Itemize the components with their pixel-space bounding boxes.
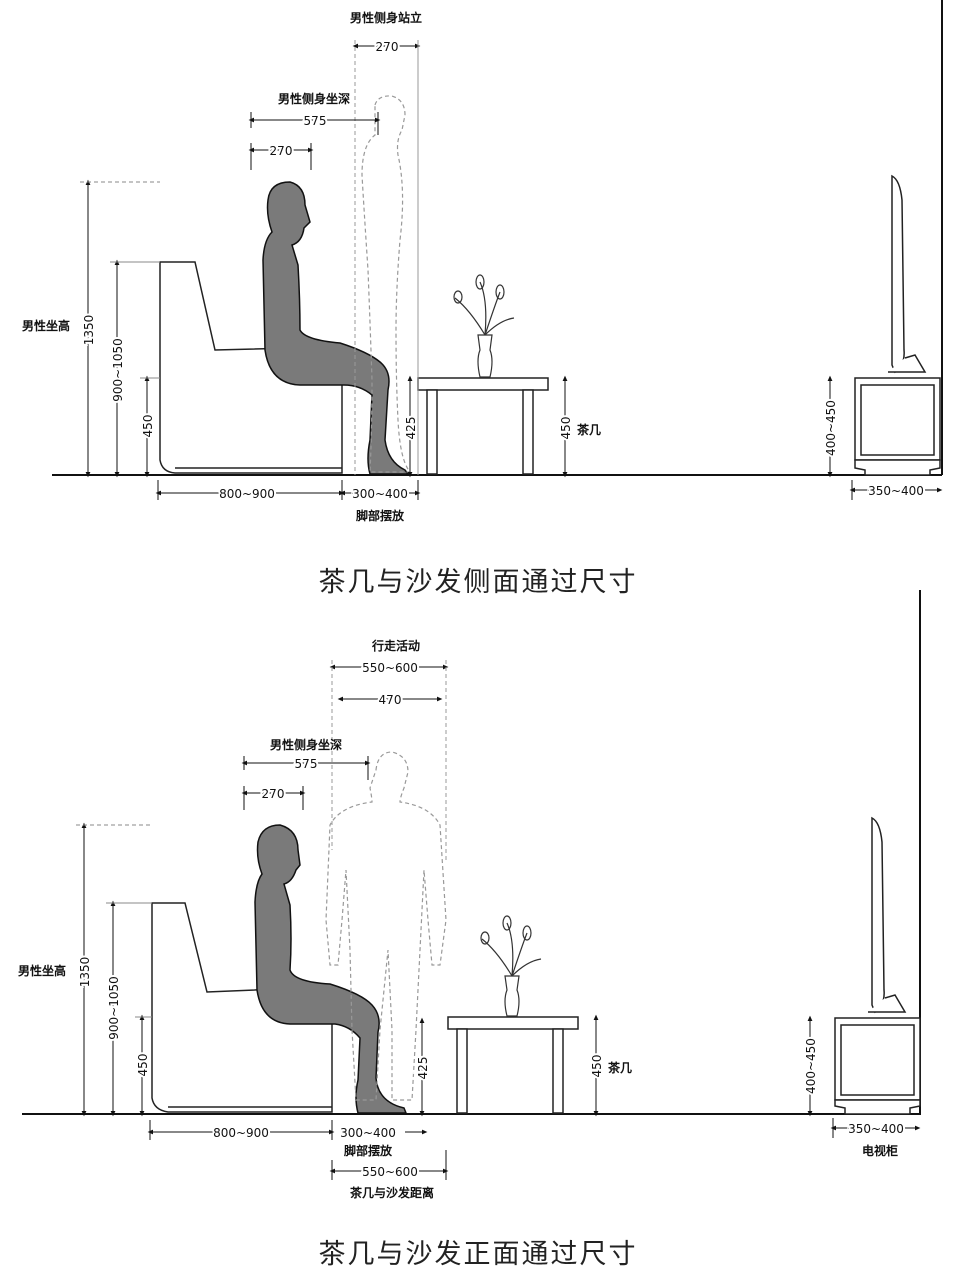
seat-height: 450 [141,415,155,438]
knee-height: 425 [416,1057,430,1080]
sitting-height-title: 男性坐高 [18,963,66,978]
side-view-drawing: 男性侧身站立 270 男性侧身坐深 575 270 男性坐高 1350 900~… [22,0,943,523]
tv-cabinet-side [854,174,941,476]
flower-vase [480,915,542,1017]
coffee-table-side [417,377,549,475]
back-height: 900~1050 [111,338,125,402]
flower-vase [453,274,515,378]
foot-space: 300~400 [340,1126,396,1140]
walk-width: 470 [379,693,402,707]
body-width: 270 [262,787,285,801]
tv-depth: 350~400 [868,484,924,498]
back-height: 900~1050 [107,976,121,1040]
coffee-table-front [447,1016,579,1114]
foot-space: 300~400 [352,487,408,501]
front-view-drawing: 行走活动 550~600 470 男性侧身坐深 575 270 男性坐高 135… [18,590,921,1200]
sofa-depth: 800~900 [219,487,275,501]
tv-cabinet-name: 电视柜 [862,1143,898,1158]
table-height: 450 [590,1055,604,1078]
walk-space: 550~600 [362,661,418,675]
stand-width: 270 [376,40,399,54]
knee-height: 425 [404,417,418,440]
front-view-panel: 行走活动 550~600 470 男性侧身坐深 575 270 男性坐高 135… [0,590,956,1220]
seat-depth: 575 [304,114,327,128]
sofa-depth: 800~900 [213,1126,269,1140]
tv-cabinet-height: 400~450 [804,1038,818,1094]
walk-title: 行走活动 [371,638,420,653]
sitting-height-title: 男性坐高 [22,318,70,333]
sitting-height: 1350 [78,957,92,988]
foot-title: 脚部摆放 [356,508,405,523]
sitting-height: 1350 [82,315,96,346]
walking-man-ghost [325,751,447,1101]
distance: 550~600 [362,1165,418,1179]
seated-man-figure [254,824,408,1114]
tv-depth: 350~400 [848,1122,904,1136]
side-view-panel: 男性侧身站立 270 男性侧身坐深 575 270 男性坐高 1350 900~… [0,0,956,620]
front-view-caption: 茶几与沙发正面通过尺寸 [318,1239,638,1270]
distance-title: 茶几与沙发距离 [349,1185,434,1200]
standing-man-ghost [361,95,412,473]
body-width: 270 [270,144,293,158]
table-name: 茶几 [607,1060,632,1075]
side-view-caption: 茶几与沙发侧面通过尺寸 [318,567,638,598]
seat-depth: 575 [295,757,318,771]
foot-title: 脚部摆放 [344,1143,393,1158]
seated-man-figure [262,181,410,475]
tv-cabinet-height: 400~450 [824,400,838,456]
seat-height: 450 [136,1054,150,1077]
seat-depth-title: 男性侧身坐深 [270,737,342,752]
stand-title: 男性侧身站立 [350,10,422,25]
dimension-lines [76,660,921,1180]
table-height: 450 [559,417,573,440]
table-name: 茶几 [576,422,601,437]
seat-depth-title: 男性侧身坐深 [278,91,350,106]
dimension-lines [80,40,943,500]
tv-cabinet-front [834,816,921,1115]
